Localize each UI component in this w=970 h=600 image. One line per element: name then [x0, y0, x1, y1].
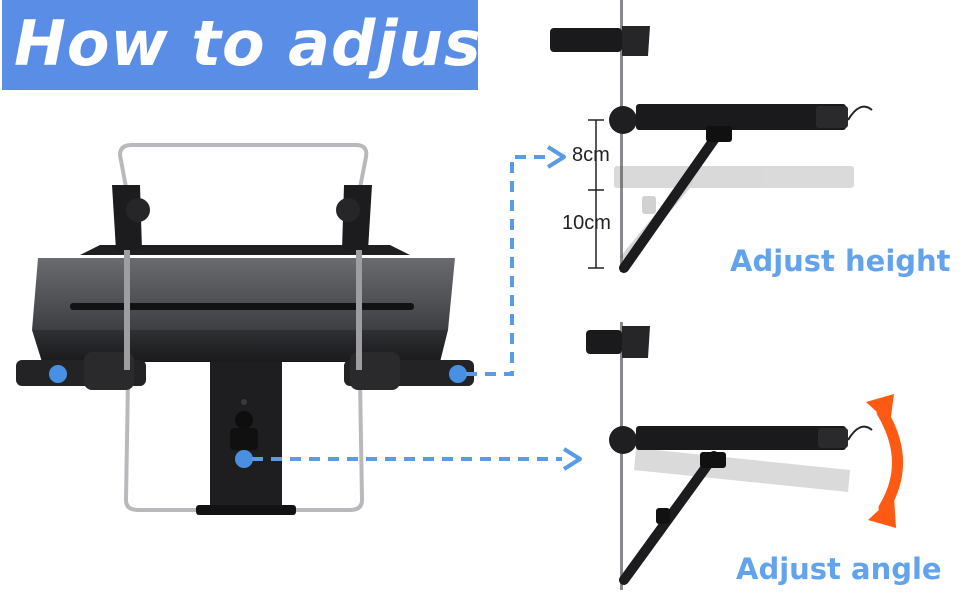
- dashed-arrow: [466, 145, 566, 376]
- rotation-arrow: [866, 394, 903, 528]
- height-dimension-lower: 10cm: [562, 212, 611, 234]
- adjust-angle-label: Adjust angle: [736, 552, 942, 586]
- adjust-point-marker: [235, 450, 253, 468]
- title-text: How to adjust?: [14, 7, 550, 80]
- dashed-arrow: [252, 447, 582, 471]
- adjust-point-marker: [449, 365, 467, 383]
- angle-diagram: [586, 322, 873, 590]
- height-diagram: [550, 0, 873, 273]
- adjust-height-label: Adjust height: [730, 244, 951, 278]
- tray-product: [16, 143, 474, 515]
- height-dimension-upper: 8cm: [572, 144, 610, 166]
- title-banner: How to adjust?: [2, 0, 548, 90]
- adjust-point-marker: [49, 365, 67, 383]
